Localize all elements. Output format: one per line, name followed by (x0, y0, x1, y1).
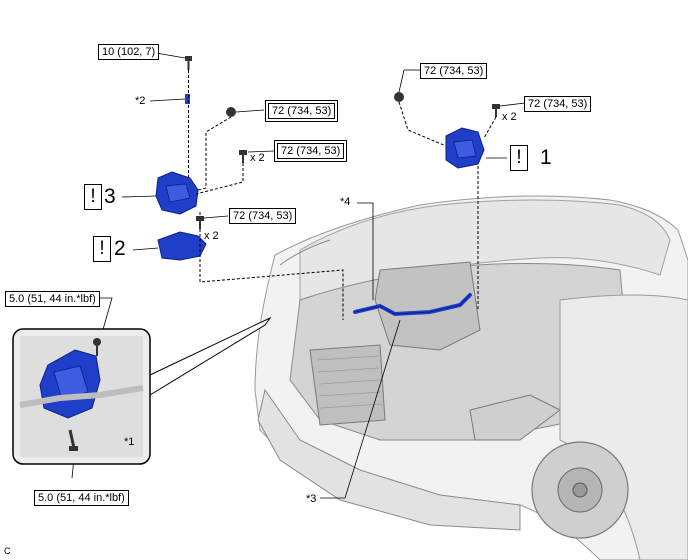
callout-2: *2 (135, 95, 146, 107)
inset-detail (12, 316, 272, 465)
engine-block (374, 261, 481, 351)
wheel-center (572, 482, 588, 498)
right-bolt (492, 104, 500, 117)
inset-pointer (149, 316, 272, 396)
warning-icon-step2: ! (93, 236, 111, 262)
step-2-number: 2 (114, 237, 126, 260)
qty-left-bolts: x 2 (250, 152, 265, 164)
left-bolt (239, 150, 247, 163)
top-bolt (185, 56, 192, 70)
inset-bar (19, 385, 144, 408)
warning-icon-step1: ! (510, 145, 528, 171)
headlight (469, 394, 561, 441)
torque-inset-top: 5.0 (51, 44 in.*lbf) (5, 291, 100, 307)
step-1-number: 1 (540, 146, 552, 169)
torque-right-nut: 72 (734, 53) (420, 63, 488, 79)
warning-icon-step3: ! (84, 184, 102, 210)
hood-edge (279, 239, 331, 266)
bumper (257, 388, 521, 531)
washer-part (185, 94, 190, 104)
qty-right-bolt: x 2 (502, 111, 517, 123)
torque-left-nut: 72 (734, 53) (264, 100, 339, 122)
torque-left-bolts: 72 (734, 53) (273, 140, 348, 162)
inset-bottom-bolt (68, 429, 78, 451)
qty-lower-bolts: x 2 (204, 230, 219, 242)
torque-inset-bottom: 5.0 (51, 44 in.*lbf) (34, 490, 129, 506)
torque-top-bolt: 10 (102, 7) (98, 44, 160, 60)
right-nut (394, 92, 404, 102)
callout-1: *1 (124, 436, 135, 448)
callout-4: *4 (340, 196, 351, 208)
left-nut (226, 107, 236, 117)
inset-bracket-detail (53, 365, 89, 401)
vehicle-front (254, 195, 688, 560)
bracket-step2 (157, 231, 207, 261)
stabilizer-bar-outline (354, 294, 471, 315)
torque-right-bolt: 72 (734, 53) (524, 96, 592, 112)
callout-3: *3 (306, 493, 317, 505)
torque-lower-bolts: 72 (734, 53) (229, 208, 297, 224)
bracket-step3-detail (165, 183, 191, 203)
corner-code: C (4, 546, 11, 556)
bracket-step1-detail (453, 139, 477, 159)
radiator-fins (317, 355, 383, 409)
step-3-number: 3 (104, 185, 116, 208)
lower-bolt (196, 216, 204, 229)
inset-top-bolt (93, 338, 101, 346)
radiator (309, 344, 386, 426)
assembly-lines (188, 70, 497, 320)
parts (155, 56, 500, 261)
